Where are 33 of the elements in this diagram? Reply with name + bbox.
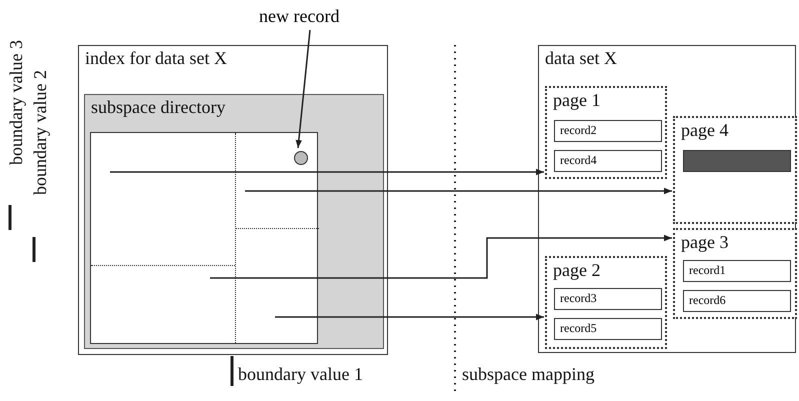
directory-grid xyxy=(90,132,318,344)
page-group xyxy=(673,116,797,224)
axis-label: boundary value 2 xyxy=(30,70,51,195)
annotation-text: new record xyxy=(255,6,365,30)
arrow xyxy=(210,234,672,279)
panel-title: page 3 xyxy=(681,232,728,253)
axis-label: boundary value 3 xyxy=(6,40,27,165)
panel-title: page 1 xyxy=(553,90,600,111)
directory-panel xyxy=(84,94,384,349)
page-group xyxy=(673,228,797,319)
panel-title: index for data set X xyxy=(85,48,227,69)
panel-title: page 2 xyxy=(553,260,600,281)
record-box: record2 xyxy=(554,120,662,142)
record-box: record6 xyxy=(683,290,791,312)
filled-record-bar xyxy=(683,150,791,172)
arrow xyxy=(245,188,672,194)
arrow xyxy=(296,30,311,148)
caption-text: subspace mapping xyxy=(462,364,594,385)
record-box: record4 xyxy=(554,150,662,172)
page-group xyxy=(545,256,667,349)
record-box: record5 xyxy=(554,318,662,340)
panel-title: page 4 xyxy=(681,120,728,141)
panel-title: data set X xyxy=(545,48,617,69)
record-box: record3 xyxy=(554,288,662,310)
index-panel xyxy=(78,45,388,355)
panel-title: subspace directory xyxy=(91,97,226,118)
arrow xyxy=(110,168,544,176)
data-set-panel xyxy=(538,45,796,353)
page-group xyxy=(545,86,667,179)
arrow xyxy=(275,314,544,320)
axis-label: boundary value 1 xyxy=(238,364,363,385)
record-box: record1 xyxy=(683,260,791,282)
point-marker xyxy=(294,151,308,165)
